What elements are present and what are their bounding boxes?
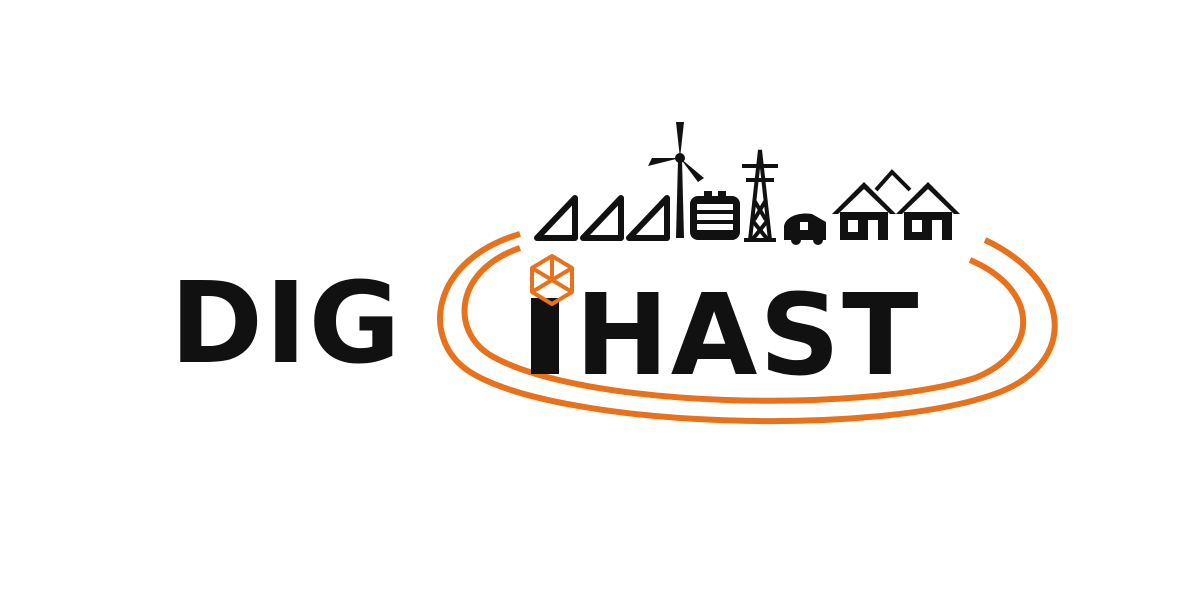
hexagon-cube-icon [530,254,574,306]
orbit-rings [437,231,1058,425]
roof-outline [874,169,912,192]
letter-i-stem [531,298,559,374]
house-icon [832,182,896,240]
orbit-inner [461,245,1027,404]
power-pylon-icon [742,149,778,242]
orbit-outer [437,231,1058,425]
house-icon [896,182,960,240]
wind-turbine-icon [648,122,704,238]
skyline-icons [534,122,960,245]
logo-word-hast: HAST [575,271,920,401]
logo-word-dig: DIG [170,259,403,389]
solar-panel-icon [534,195,670,241]
battery-pack-icon [690,191,740,240]
electric-car-icon [784,213,826,245]
